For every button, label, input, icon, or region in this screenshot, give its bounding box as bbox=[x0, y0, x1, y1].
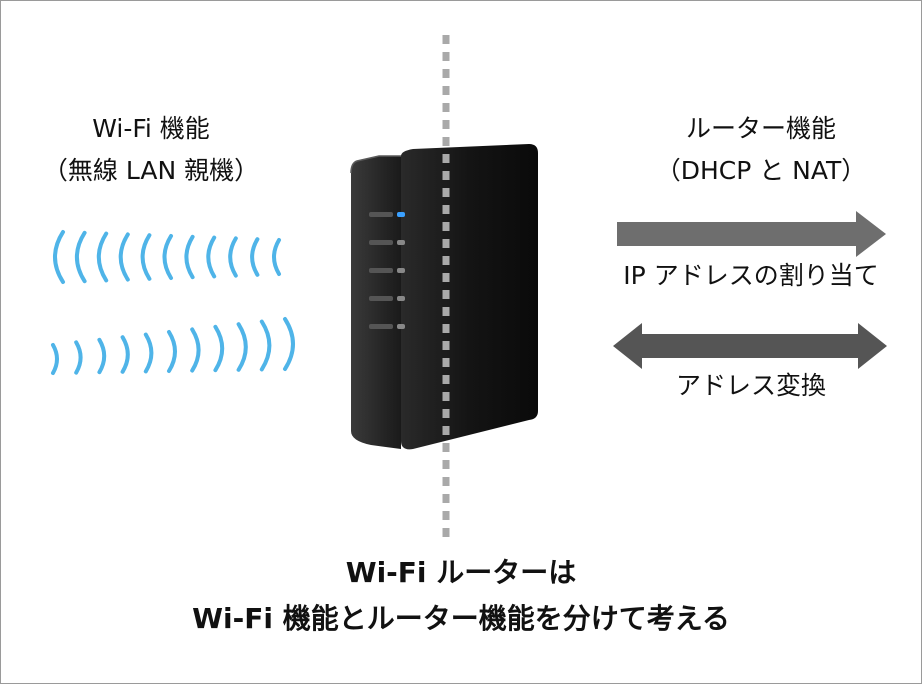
wifi-wave-arc bbox=[51, 343, 59, 375]
wifi-wave-arc bbox=[162, 234, 173, 280]
wifi-router-icon bbox=[350, 144, 538, 450]
wifi-wave-arc bbox=[96, 231, 109, 283]
wifi-wave-arc bbox=[184, 234, 195, 280]
wifi-wave-arc bbox=[118, 232, 130, 282]
caption-line-2: Wi-Fi 機能とルーター機能を分けて考える bbox=[192, 602, 730, 635]
router-led-row bbox=[369, 212, 405, 329]
wifi-wave-arc bbox=[74, 230, 87, 284]
wifi-wave-arc bbox=[120, 335, 130, 374]
wifi-wave-arc bbox=[236, 322, 248, 372]
wifi-wave-arc bbox=[213, 324, 225, 373]
wifi-function-subtitle: （無線 LAN 親機） bbox=[42, 156, 260, 185]
wifi-wave-arc bbox=[283, 317, 295, 371]
caption-line-1: Wi-Fi ルーターは bbox=[345, 556, 577, 589]
wifi-signal-waves-lower bbox=[51, 317, 295, 375]
address-translation-label: アドレス変換 bbox=[675, 371, 826, 400]
router-function-title: ルーター機能 bbox=[685, 114, 836, 143]
router-function-subtitle: （DHCP と NAT） bbox=[655, 156, 867, 185]
wifi-wave-arc bbox=[143, 332, 154, 374]
wifi-wave-arc bbox=[74, 340, 83, 375]
wifi-wave-arc bbox=[97, 337, 107, 375]
wifi-wave-arc bbox=[272, 238, 281, 276]
double-arrow-icon bbox=[613, 323, 887, 369]
wifi-signal-waves-upper bbox=[53, 230, 281, 284]
wifi-wave-arc bbox=[140, 233, 152, 281]
wifi-wave-arc bbox=[259, 319, 272, 372]
wifi-wave-arc bbox=[228, 236, 238, 278]
right-arrow-icon bbox=[617, 211, 886, 257]
wifi-function-title: Wi-Fi 機能 bbox=[92, 114, 210, 143]
wifi-wave-arc bbox=[190, 327, 201, 373]
wifi-wave-arc bbox=[167, 330, 177, 373]
wifi-wave-arc bbox=[53, 230, 65, 284]
ip-assignment-label: IP アドレスの割り当て bbox=[623, 261, 879, 290]
wifi-wave-arc bbox=[250, 237, 260, 277]
wifi-wave-arc bbox=[206, 235, 217, 279]
